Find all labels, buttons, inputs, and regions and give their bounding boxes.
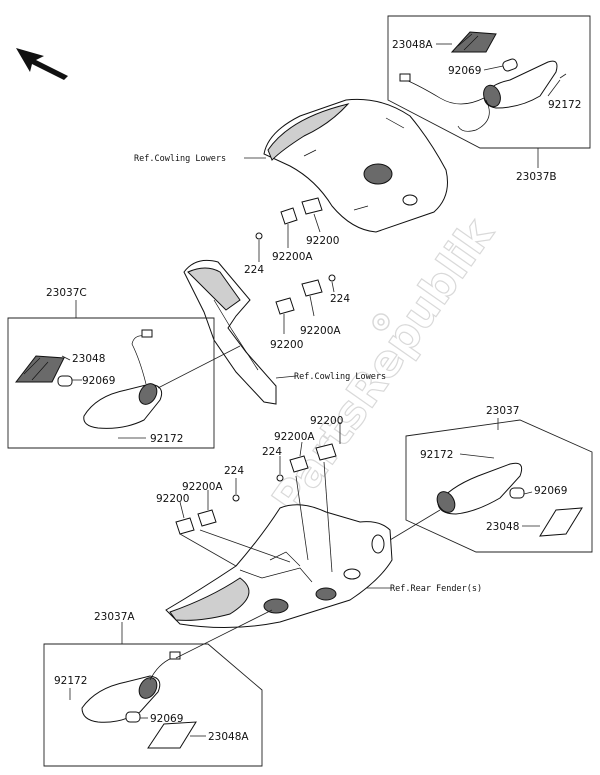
cowling-lower-upper [263, 98, 448, 233]
group-box-23037C [7, 317, 215, 449]
label-92200-c: 92200 [310, 415, 343, 427]
label-23048A-bottom: 23048A [208, 731, 249, 743]
label-224-b: 224 [330, 293, 350, 305]
label-92069-bottom: 92069 [150, 713, 183, 725]
label-224-a: 224 [244, 264, 264, 276]
label-92200-d: 92200 [156, 493, 189, 505]
label-92172-bottom: 92172 [54, 675, 87, 687]
label-92172-top: 92172 [548, 99, 581, 111]
label-23048A-top: 23048A [392, 39, 433, 51]
ref-cowling-lowers-top: Ref.Cowling Lowers [134, 154, 226, 164]
clips-mid-right [276, 443, 337, 482]
label-23037B: 23037B [516, 171, 557, 183]
label-23037: 23037 [486, 405, 519, 417]
label-23048-right: 23048 [486, 521, 519, 533]
label-92200A-d: 92200A [182, 481, 223, 493]
rear-fender [165, 504, 393, 629]
label-92069-top: 92069 [448, 65, 481, 77]
label-23037A: 23037A [94, 611, 135, 623]
lens-23048-right [539, 507, 583, 537]
label-23048-left: 23048 [72, 353, 105, 365]
bulb-92069-bottom [125, 711, 141, 723]
label-92200A-c: 92200A [274, 431, 315, 443]
bulb-92069-top [502, 58, 518, 72]
turn-signal-assembly-bottom [81, 651, 181, 723]
ref-cowling-lowers-mid: Ref.Cowling Lowers [294, 372, 386, 382]
label-92200-b: 92200 [270, 339, 303, 351]
ref-rear-fender: Ref.Rear Fender(s) [390, 584, 482, 594]
direction-arrow-icon [16, 48, 68, 80]
label-92200-a: 92200 [306, 235, 339, 247]
label-92172-right: 92172 [420, 449, 453, 461]
cowling-lower-bracket [183, 259, 277, 405]
group-box-23037A [43, 643, 263, 767]
watermark-gear-icon [372, 313, 390, 331]
label-224-c: 224 [262, 446, 282, 458]
lens-23048-left [14, 355, 65, 383]
label-92172-left: 92172 [150, 433, 183, 445]
label-92200A-b: 92200A [300, 325, 341, 337]
label-92200A-a: 92200A [272, 251, 313, 263]
bulb-92069-right [509, 487, 525, 499]
turn-signal-assembly-top [399, 60, 558, 132]
turn-signal-assembly-left [83, 329, 163, 429]
lens-23048A-bottom [147, 721, 197, 749]
label-92069-right: 92069 [534, 485, 567, 497]
group-box-23037 [405, 419, 593, 553]
clips-mid-left [175, 494, 240, 535]
bulb-92069-left [57, 375, 73, 387]
lens-23048A-top [450, 31, 497, 53]
turn-signal-assembly-right [436, 462, 523, 515]
clips-upper [255, 197, 323, 240]
clips-middle [275, 274, 336, 315]
label-23037C: 23037C [46, 287, 87, 299]
group-box-23037B [387, 15, 591, 149]
label-92069-left: 92069 [82, 375, 115, 387]
label-224-d: 224 [224, 465, 244, 477]
